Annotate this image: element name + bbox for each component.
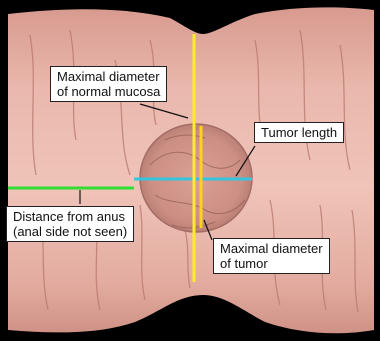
callout-normal-mucosa-diameter: Maximal diameter of normal mucosa [50,66,167,102]
callout-tumor-length-text: Tumor length [261,125,337,140]
callout-tumor-diameter: Maximal diameter of tumor [213,238,330,274]
callout-normal-mucosa-line2: of normal mucosa [57,84,160,99]
callout-distance-from-anus: Distance from anus (anal side not seen) [6,206,134,242]
callout-distance-line2: (anal side not seen) [13,224,127,239]
callout-distance-line1: Distance from anus [13,209,127,224]
callout-normal-mucosa-line1: Maximal diameter [57,69,160,84]
callout-tumor-length: Tumor length [254,122,344,143]
callout-tumor-diameter-line2: of tumor [220,256,323,271]
callout-tumor-diameter-line1: Maximal diameter [220,241,323,256]
